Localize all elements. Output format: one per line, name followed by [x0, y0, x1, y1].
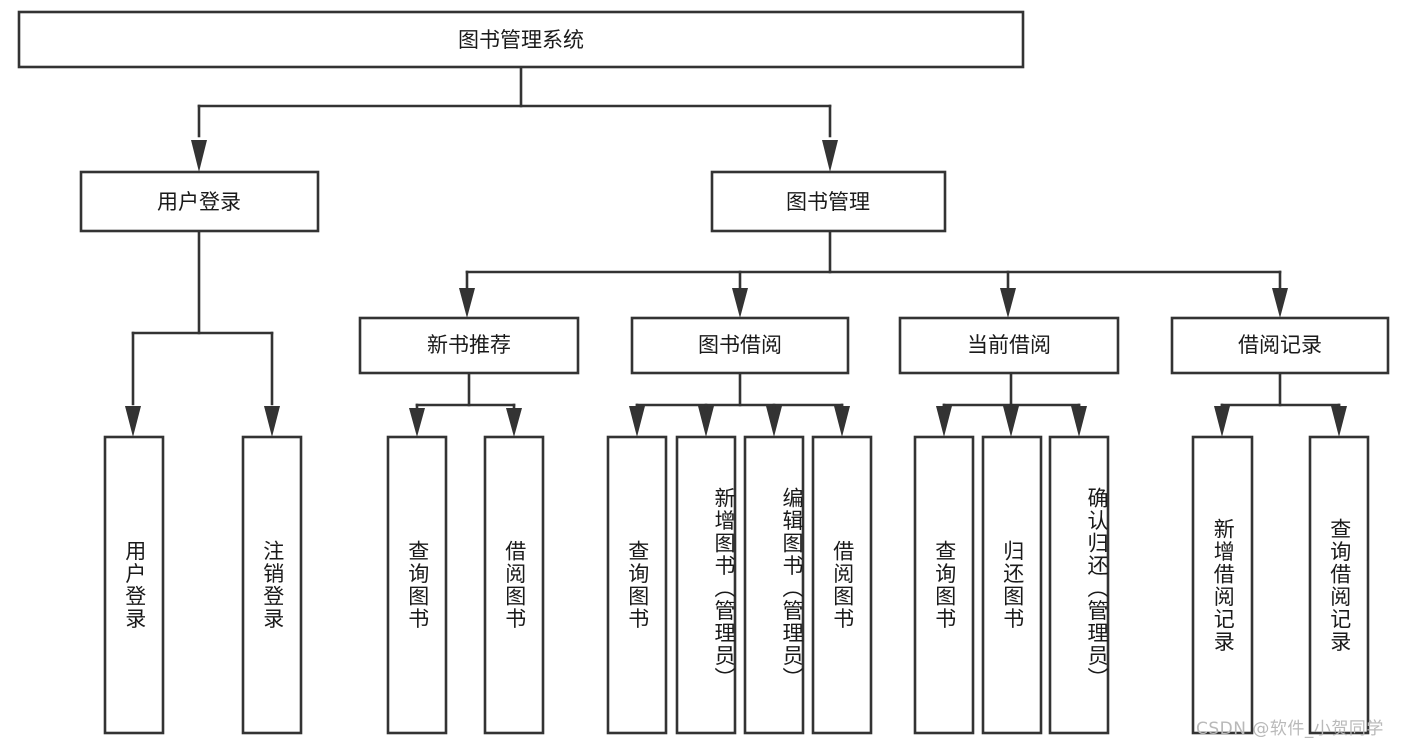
node-book-borrow-box[interactable] [630, 316, 850, 375]
leaf-box-borrow-book-bb[interactable] [811, 435, 873, 735]
arrow-head-cb-leaf1 [936, 406, 952, 437]
arrow-head-current-borrow [1000, 288, 1016, 318]
arrow-head-nbr-leaf1 [409, 408, 425, 437]
edge-group-borrow-record-children [1214, 371, 1347, 437]
leaf-box-edit-book-admin[interactable] [743, 435, 805, 735]
arrow-head-borrow-record [1272, 288, 1288, 318]
node-book-management[interactable]: 图书管理 [710, 170, 947, 233]
node-current-borrow[interactable]: 当前借阅 [898, 316, 1120, 375]
leaf-box-return-book[interactable] [981, 435, 1043, 735]
node-new-book-recommend-box[interactable] [358, 316, 580, 375]
leaf-box-borrow-book-nbr[interactable] [483, 435, 545, 735]
leaf-box-query-book-cb[interactable] [913, 435, 975, 735]
node-root-system[interactable]: 图书管理系统 [17, 10, 1025, 69]
arrow-head-leaf-logout [264, 406, 280, 437]
node-book-management-label: 图书管理 [786, 190, 870, 214]
leaf-box-confirm-return-admin[interactable] [1048, 435, 1110, 735]
arrow-head-bb-leaf1 [629, 406, 645, 437]
node-user-login-label: 用户登录 [157, 190, 241, 214]
leaf-box-query-book-nbr[interactable] [386, 435, 448, 735]
leaf-box-add-book-admin[interactable] [675, 435, 737, 735]
node-new-book-recommend[interactable]: 新书推荐 [358, 316, 580, 375]
leaf-box-logout[interactable] [241, 435, 303, 735]
edge-group-root-to-level2 [191, 65, 838, 172]
leaf-box-user-login[interactable] [103, 435, 165, 735]
arrow-head-nbr-leaf2 [506, 408, 522, 437]
leaf-box-add-borrow-record[interactable] [1191, 435, 1254, 735]
node-new-book-recommend-label: 新书推荐 [427, 333, 511, 357]
node-user-login[interactable]: 用户登录 [79, 170, 320, 233]
arrow-head-bb-leaf3 [766, 406, 782, 437]
node-user-login-box[interactable] [79, 170, 320, 233]
leaf-box-query-book-bb[interactable] [606, 435, 668, 735]
node-borrow-record[interactable]: 借阅记录 [1170, 316, 1390, 375]
arrow-head-bb-leaf4 [834, 406, 850, 437]
arrow-head-br-leaf2 [1331, 406, 1347, 437]
node-book-borrow[interactable]: 图书借阅 [630, 316, 850, 375]
node-current-borrow-box[interactable] [898, 316, 1120, 375]
arrow-head-user-login [191, 140, 207, 172]
arrow-head-book-borrow [732, 288, 748, 318]
arrow-head-new-book-rec [459, 288, 475, 318]
node-root-system-box[interactable] [17, 10, 1025, 69]
edge-group-new-book-rec-children [409, 371, 522, 437]
csdn-watermark: CSDN @软件_小贺同学 [1196, 719, 1384, 739]
node-book-management-box[interactable] [710, 170, 947, 233]
edge-group-book-mgmt-children [459, 229, 1288, 318]
edge-group-book-borrow-children [629, 371, 850, 437]
edge-group-current-borrow-children [936, 371, 1087, 437]
arrow-head-br-leaf1 [1214, 406, 1230, 437]
arrow-head-cb-leaf2 [1003, 406, 1019, 437]
node-borrow-record-box[interactable] [1170, 316, 1390, 375]
edge-group-user-login-children [125, 229, 280, 437]
node-root-system-label: 图书管理系统 [458, 28, 584, 52]
leaf-box-query-borrow-record[interactable] [1308, 435, 1370, 735]
arrow-head-bb-leaf2 [698, 406, 714, 437]
arrow-head-book-mgmt [822, 140, 838, 172]
arrow-head-leaf-user-login [125, 406, 141, 437]
node-current-borrow-label: 当前借阅 [967, 333, 1051, 357]
arrow-head-cb-leaf3 [1071, 406, 1087, 437]
node-borrow-record-label: 借阅记录 [1238, 333, 1322, 357]
node-book-borrow-label: 图书借阅 [698, 333, 782, 357]
